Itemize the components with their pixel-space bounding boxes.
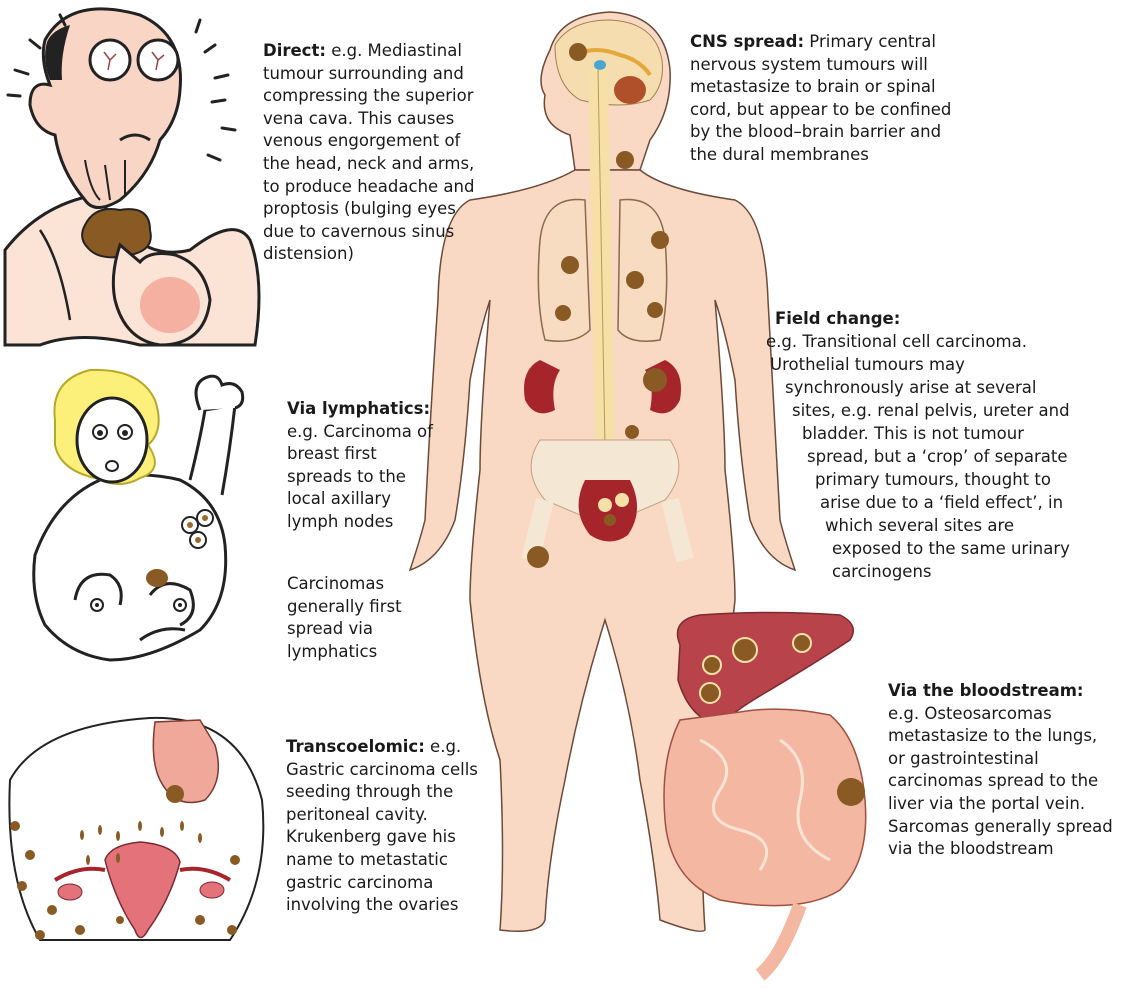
field-change-line: e.g. Transitional cell carcinoma. xyxy=(766,331,1027,354)
transcoelomic-spread-description: e.g. Gastric carcinoma cells seeding thr… xyxy=(286,737,478,914)
transcoelomic-spread-title: Transcoelomic: xyxy=(286,737,425,756)
field-change-line: exposed to the same urinary xyxy=(832,538,1070,561)
field-change-line: bladder. This is not tumour xyxy=(802,423,1024,446)
field-change-line: Urothelial tumours may xyxy=(770,354,965,377)
transcoelomic-spread-label: Transcoelomic: e.g. Gastric carcinoma ce… xyxy=(286,736,486,917)
direct-spread-label: Direct: e.g. Mediastinal tumour surround… xyxy=(263,40,518,266)
field-change-title: Field change: xyxy=(775,308,900,331)
direct-spread-man-illustration xyxy=(5,9,259,345)
cns-spread-title: CNS spread: xyxy=(690,32,804,51)
field-change-line: primary tumours, thought to xyxy=(815,469,1051,492)
lymphatic-spread-label: Via lymphatics: e.g. Carcinoma of breast… xyxy=(287,398,447,534)
liver-illustration xyxy=(678,613,854,726)
field-change-line: arise due to a ‘field effect’, in xyxy=(820,492,1063,515)
lymphatic-spread-note: Carcinomas generally first spread via ly… xyxy=(287,573,447,663)
bloodstream-spread-title: Via the bloodstream: xyxy=(888,681,1084,700)
cns-spread-label: CNS spread: Primary central nervous syst… xyxy=(690,31,990,167)
cns-spread-description: Primary central nervous system tumours w… xyxy=(690,32,951,164)
field-change-line: synchronously arise at several xyxy=(785,377,1037,400)
direct-spread-description: e.g. Mediastinal tumour surrounding and … xyxy=(263,41,474,263)
intestine-illustration xyxy=(664,709,866,975)
bloodstream-spread-label: Via the bloodstream: e.g. Osteosarcomas … xyxy=(888,680,1128,861)
field-change-line: spread, but a ‘crop’ of separate xyxy=(807,446,1068,469)
lymphatic-spread-woman-illustration xyxy=(34,370,243,660)
bloodstream-spread-description: e.g. Osteosarcomas metastasize to the lu… xyxy=(888,704,1113,859)
direct-spread-title: Direct: xyxy=(263,41,326,60)
transcoelomic-illustration xyxy=(9,718,263,940)
lymphatic-spread-title: Via lymphatics: xyxy=(287,399,430,418)
field-change-line: sites, e.g. renal pelvis, ureter and xyxy=(792,400,1070,423)
field-change-line: carcinogens xyxy=(832,561,932,584)
lymphatic-spread-description: e.g. Carcinoma of breast first spreads t… xyxy=(287,422,433,531)
field-change-line: which several sites are xyxy=(825,515,1014,538)
